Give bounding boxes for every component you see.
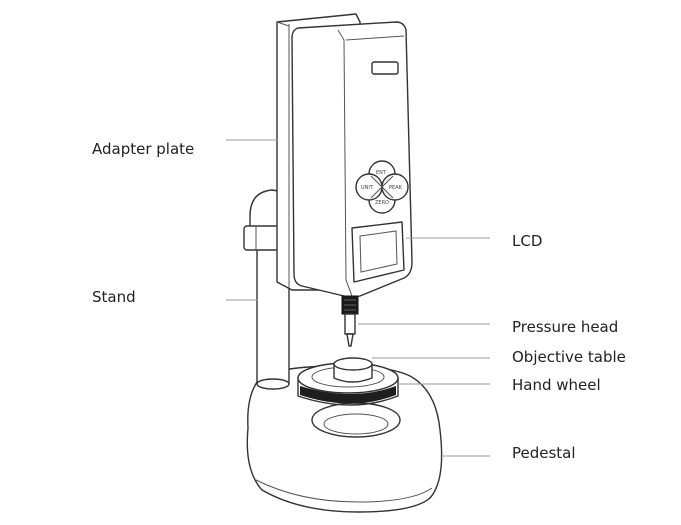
label-objective-table: Objective table <box>512 348 626 366</box>
key-peak[interactable]: PEAK <box>389 185 403 191</box>
keypad: ENT UNIT PEAK ZERO <box>355 160 409 214</box>
key-ent[interactable]: ENT <box>376 170 387 176</box>
label-pressure-head: Pressure head <box>512 318 619 336</box>
force-gauge-body: ENT UNIT PEAK ZERO <box>291 21 413 298</box>
leader-lines <box>226 139 490 457</box>
key-zero[interactable]: ZERO <box>375 200 389 206</box>
pressure-head <box>341 295 359 347</box>
key-unit[interactable]: UNIT <box>361 185 374 191</box>
label-lcd: LCD <box>512 232 543 250</box>
label-adapter-plate: Adapter plate <box>92 140 195 158</box>
label-stand: Stand <box>92 288 136 306</box>
top-indicator <box>371 61 399 75</box>
objective-table <box>333 357 373 383</box>
lcd-screen <box>351 221 405 283</box>
label-pedestal: Pedestal <box>512 444 576 462</box>
label-hand-wheel: Hand wheel <box>512 376 601 394</box>
